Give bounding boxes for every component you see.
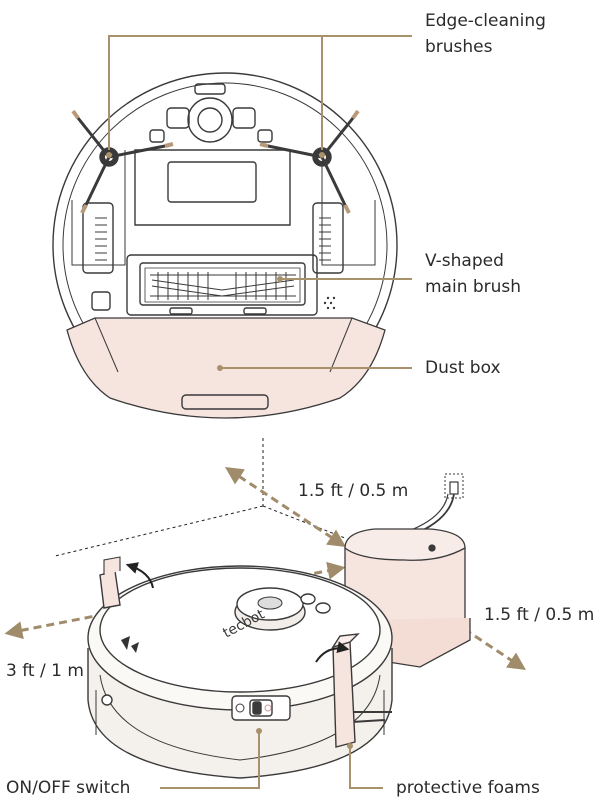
protective-foam-left [99, 570, 121, 609]
callout-dots-top [106, 152, 325, 371]
left-edge-brush [71, 109, 174, 214]
right-wheel-tread [319, 217, 331, 261]
label-edge-brushes-line2: brushes [425, 37, 493, 57]
callout-lines-top [108, 35, 412, 369]
label-main-brush-line1: V-shaped [425, 251, 504, 271]
label-on-off-switch: ON/OFF switch [6, 778, 131, 798]
label-main-brush-line2: main brush [425, 277, 522, 297]
callout-protective-foams [349, 744, 383, 789]
on-off-switch [252, 701, 262, 715]
callout-lines-bottom [160, 733, 383, 789]
main-brush-frame [139, 262, 306, 306]
side-port [101, 694, 113, 706]
chassis-lines [71, 150, 376, 266]
callout-dot-left-brush [106, 152, 112, 158]
callout-edge-brush-left [108, 35, 412, 150]
main-brush-roll [144, 267, 301, 303]
front-caster-hub [197, 107, 223, 133]
lidar-lens [257, 596, 283, 610]
cliff-sensor-left [166, 107, 190, 129]
callout-dot-dust-box [217, 365, 223, 371]
right-drive-wheel [312, 202, 344, 274]
right-edge-brush [259, 109, 360, 214]
brand-logo-mark [121, 636, 139, 653]
label-clearance-front: 3 ft / 1 m [6, 661, 84, 681]
robot-underside-view [52, 72, 398, 419]
brush-clip-right [243, 307, 267, 315]
dust-box-handle [181, 394, 269, 410]
left-wheel-tread [95, 217, 107, 261]
contact-left [149, 129, 165, 143]
callout-dot-main-brush [277, 276, 283, 282]
brush-clip-left [169, 307, 193, 315]
label-protective-foams: protective foams [396, 778, 540, 798]
main-brush-housing [126, 254, 318, 316]
battery-label [167, 161, 257, 203]
cliff-sensor-right [232, 107, 256, 129]
dock-top [344, 528, 466, 561]
dock-indicator [428, 544, 436, 552]
speaker-grille [323, 296, 336, 310]
callout-dots-bottom [256, 728, 353, 749]
label-dust-box: Dust box [425, 358, 501, 378]
clearance-arrow-back [224, 467, 347, 547]
front-sensor [194, 83, 226, 95]
v-shaped-bristles [150, 272, 296, 300]
remove-arrow-left [125, 562, 154, 589]
label-edge-brushes-line1: Edge-cleaning [425, 11, 546, 31]
dust-box-edges [94, 317, 353, 373]
left-drive-wheel [82, 202, 114, 274]
callout-dot-right-brush [319, 152, 325, 158]
home-button [315, 602, 331, 614]
callout-on-off-switch [160, 733, 260, 789]
battery-cover [134, 149, 291, 226]
label-clearance-back: 1.5 ft / 0.5 m [298, 481, 409, 501]
label-clearance-side: 1.5 ft / 0.5 m [484, 605, 595, 625]
reset-button [91, 291, 111, 311]
front-caster-wheel [187, 97, 233, 143]
contact-right [257, 129, 273, 143]
robot-top-view [87, 556, 393, 779]
remove-arrow-right [315, 641, 350, 663]
power-button [300, 593, 316, 605]
